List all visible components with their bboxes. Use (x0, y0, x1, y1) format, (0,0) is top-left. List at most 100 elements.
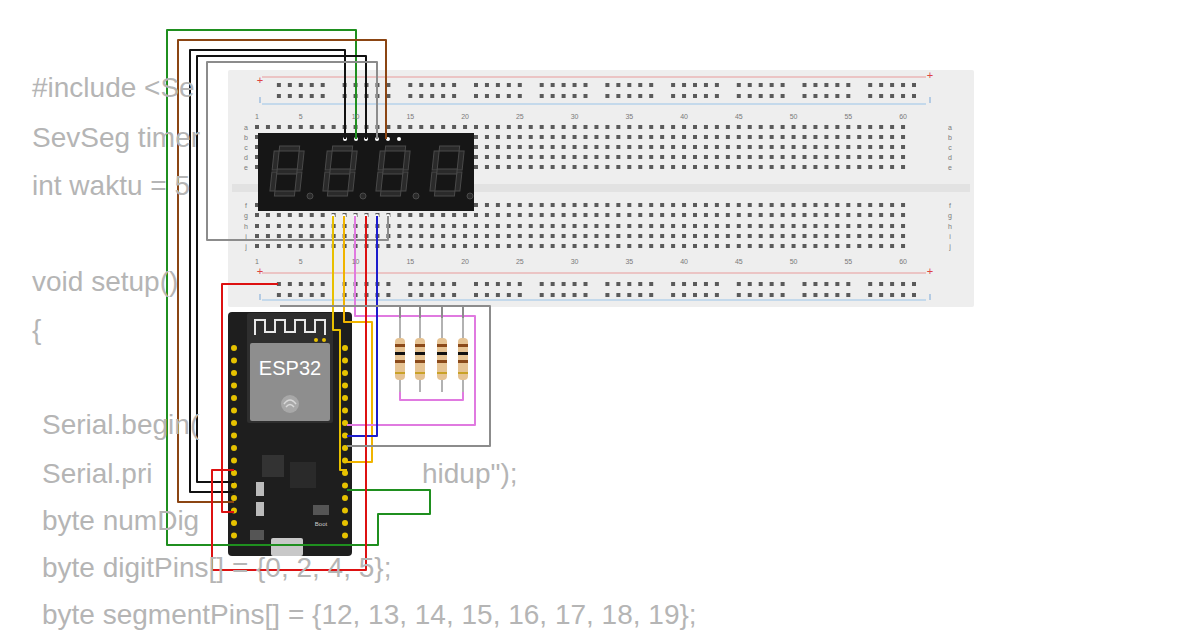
breadboard-hole (638, 83, 642, 87)
decimal-point (307, 193, 313, 199)
breadboard-hole (737, 234, 741, 238)
decimal-point (360, 193, 366, 199)
breadboard-hole (496, 145, 500, 149)
breadboard-hole (879, 244, 883, 248)
breadboard-hole (868, 83, 872, 87)
breadboard-hole (726, 234, 730, 238)
breadboard-hole (540, 282, 544, 286)
breadboard-hole (857, 224, 861, 228)
breadboard-hole (616, 213, 620, 217)
breadboard-hole (726, 165, 730, 169)
breadboard-hole (682, 125, 686, 129)
breadboard-hole (748, 293, 752, 297)
breadboard-hole (627, 244, 631, 248)
breadboard-hole (277, 234, 281, 238)
breadboard-hole (551, 213, 555, 217)
breadboard-hole (419, 83, 423, 87)
breadboard-hole (474, 125, 478, 129)
breadboard-hole (474, 155, 478, 159)
breadboard-hole (496, 135, 500, 139)
led (322, 338, 326, 342)
breadboard-hole (594, 135, 598, 139)
breadboard-hole (584, 234, 588, 238)
breadboard-hole (485, 94, 489, 98)
breadboard-hole (496, 293, 500, 297)
breadboard-hole (518, 165, 522, 169)
breadboard-hole (321, 213, 325, 217)
breadboard-hole (452, 125, 456, 129)
breadboard-hole (616, 282, 620, 286)
breadboard-hole (594, 234, 598, 238)
breadboard-hole (693, 244, 697, 248)
breadboard-hole (803, 213, 807, 217)
breadboard-hole (912, 293, 916, 297)
breadboard-hole (485, 135, 489, 139)
breadboard-hole (594, 203, 598, 207)
breadboard-hole (594, 224, 598, 228)
antenna-trace (255, 320, 325, 335)
breadboard-hole (310, 293, 314, 297)
pin-pad (342, 483, 348, 489)
digit-segment (350, 151, 357, 170)
breadboard-hole (803, 244, 807, 248)
breadboard-hole (835, 83, 839, 87)
breadboard-hole (649, 125, 653, 129)
breadboard-hole (496, 213, 500, 217)
breadboard-hole (726, 244, 730, 248)
breadboard-hole (310, 213, 314, 217)
breadboard-hole (660, 155, 664, 159)
breadboard-hole (605, 94, 609, 98)
breadboard-hole (518, 244, 522, 248)
breadboard-hole (605, 224, 609, 228)
breadboard-hole (441, 293, 445, 297)
code-text: Serial.begin( (42, 411, 199, 439)
breadboard-hole (419, 244, 423, 248)
breadboard-hole (726, 224, 730, 228)
chip (262, 455, 284, 477)
breadboard-hole (737, 213, 741, 217)
pin-pad (342, 533, 348, 539)
breadboard-hole (704, 155, 708, 159)
rail-mark (260, 294, 261, 300)
breadboard-hole (671, 125, 675, 129)
breadboard-hole (540, 213, 544, 217)
breadboard (228, 70, 974, 307)
breadboard-hole (507, 155, 511, 159)
breadboard-hole (638, 155, 642, 159)
breadboard-hole (551, 224, 555, 228)
row-letter: c (948, 144, 952, 151)
breadboard-hole (386, 293, 390, 297)
breadboard-hole (704, 135, 708, 139)
breadboard-hole (715, 125, 719, 129)
breadboard-hole (682, 282, 686, 286)
breadboard-hole (770, 282, 774, 286)
breadboard-hole (868, 145, 872, 149)
breadboard-hole (638, 244, 642, 248)
breadboard-hole (813, 203, 817, 207)
breadboard-hole (759, 94, 763, 98)
breadboard-hole (408, 213, 412, 217)
breadboard-hole (792, 125, 796, 129)
breadboard-hole (682, 135, 686, 139)
breadboard-hole (529, 224, 533, 228)
breadboard-hole (474, 94, 478, 98)
breadboard-hole (704, 145, 708, 149)
breadboard-hole (901, 135, 905, 139)
breadboard-hole (813, 244, 817, 248)
wire (212, 216, 366, 570)
breadboard-hole (835, 165, 839, 169)
breadboard-hole (474, 213, 478, 217)
breadboard-hole (605, 213, 609, 217)
row-letter: f (949, 202, 951, 209)
breadboard-hole (529, 125, 533, 129)
breadboard-hole (671, 203, 675, 207)
breadboard-hole (463, 224, 467, 228)
breadboard-hole (726, 203, 730, 207)
breadboard-hole (704, 94, 708, 98)
breadboard-hole (430, 282, 434, 286)
digit-segment (277, 169, 298, 174)
digit-segments (270, 146, 473, 199)
breadboard-hole (803, 203, 807, 207)
breadboard-hole (649, 234, 653, 238)
breadboard-hole (813, 94, 817, 98)
